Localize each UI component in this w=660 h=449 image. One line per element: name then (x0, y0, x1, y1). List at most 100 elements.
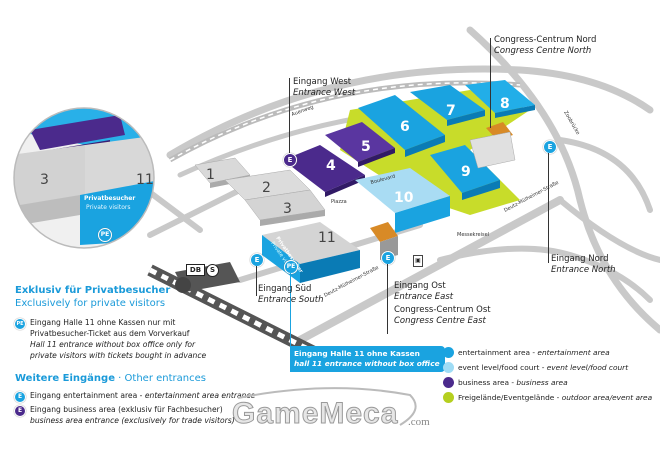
label-entrance-south: Eingang Süd Entrance South (258, 284, 324, 306)
legend-area-business-de: business area - (458, 378, 517, 387)
legend-area-business-en: business area (516, 378, 568, 387)
legend-business-entrance-en: business area entrance (exclusively for … (30, 416, 235, 425)
legend-entertainment-entrance: Eingang entertainment area - entertainme… (30, 390, 255, 401)
hall-9 (430, 145, 500, 200)
label-entrance-east: Eingang Ost Entrance East (394, 281, 453, 303)
legend-private-title: Exklusiv für Privatbesucher (15, 285, 171, 296)
legend-area-entertainment-en: entertainment area (537, 348, 610, 357)
legend-entertainment-entrance-icon: E (14, 391, 26, 403)
legend-other-sep: · (115, 373, 125, 384)
hall-6 (358, 95, 445, 157)
label-entrance-west-de: Eingang West (293, 77, 352, 87)
label-entrance-south-de: Eingang Süd (258, 284, 312, 294)
hall-11-label: 11 (318, 230, 336, 246)
db-icon: DB (186, 264, 205, 276)
tram-icon: ▣ (413, 255, 423, 267)
label-entrance-north: Eingang Nord Entrance North (551, 254, 616, 276)
hall-11-pe-badge[interactable]: PE (284, 260, 298, 274)
label-congress-north-de: Congress-Centrum Nord (494, 35, 597, 45)
hall-11-entrance-callout: Eingang Halle 11 ohne Kassen hall 11 ent… (290, 346, 445, 372)
legend-business-entrance-icon: E (14, 405, 26, 417)
label-entrance-north-en: Entrance North (551, 265, 616, 275)
label-entrance-west: Eingang West Entrance West (293, 77, 355, 99)
street-messekreisel: Messekreisel (457, 232, 489, 238)
entrance-west-badge[interactable]: E (283, 153, 297, 167)
legend-other-heading: Weitere Eingänge · Other entrances (15, 373, 206, 384)
leader-congress-north (490, 38, 491, 128)
legend-private-text: Eingang Halle 11 ohne Kassen nur mit Pri… (30, 317, 206, 361)
leader-west (289, 78, 290, 153)
label-congress-north-en: Congress Centre North (494, 46, 592, 56)
hall-7-label: 7 (446, 103, 456, 119)
leader-hall-11 (290, 273, 291, 358)
legend-dot-event-level (443, 362, 454, 373)
legend-area-event-level-de: event level/food court - (458, 363, 547, 372)
legend-private-line3: Hall 11 entrance without box office only… (30, 340, 196, 349)
legend-private-line1: Eingang Halle 11 ohne Kassen nur mit (30, 318, 176, 327)
legend-area-outdoor: Freigelände/Eventgelände - outdoor area/… (458, 393, 652, 402)
sbahn-icon: S (206, 264, 219, 277)
legend-area-entertainment: entertainment area - entertainment area (458, 348, 610, 357)
legend-private-line2: Privatbesucher-Ticket aus dem Vorverkauf (30, 329, 190, 338)
legend-area-entertainment-de: entertainment area - (458, 348, 538, 357)
hall-8 (465, 80, 535, 118)
label-congress-east-de: Congress-Centrum Ost (394, 305, 491, 315)
hall-2-label: 2 (262, 180, 271, 196)
hall-7 (410, 85, 485, 126)
inset-magnifier: 3 11 Privatbesucher Private visitors (13, 107, 155, 249)
hall-5-label: 5 (361, 139, 371, 155)
leader-north (548, 153, 549, 263)
inset-sign-de: Privatbesucher (84, 195, 135, 202)
leader-east (387, 264, 388, 334)
railway-north (168, 80, 521, 163)
legend-pe-icon: PE (14, 318, 26, 330)
inset-pe-badge: PE (98, 228, 112, 242)
label-congress-north: Congress-Centrum Nord Congress Centre No… (494, 35, 596, 57)
hall-8-label: 8 (500, 96, 510, 112)
hall-5 (325, 122, 395, 167)
watermark-suffix: .com (408, 416, 430, 428)
hall-1-label: 1 (206, 167, 215, 183)
legend-private-line4: private visitors with tickets bought in … (30, 351, 207, 360)
label-entrance-south-en: Entrance South (258, 295, 324, 305)
road-network (117, 26, 660, 344)
legend-area-event-level-en: event level/food court (546, 363, 629, 372)
label-congress-east: Congress-Centrum Ost Congress Centre Eas… (394, 305, 491, 327)
inset-hall-11-label: 11 (136, 172, 154, 188)
legend-other-title: Weitere Eingänge (15, 373, 115, 384)
legend-area-outdoor-en: outdoor area/event area (561, 393, 653, 402)
hall-3 (244, 189, 326, 226)
street-piazza: Piazza (331, 199, 347, 205)
inset-sign-en: Private visitors (86, 204, 130, 211)
entrance-east-badge[interactable]: E (381, 251, 395, 265)
callout-de: Eingang Halle 11 ohne Kassen (294, 349, 420, 358)
hall-3-label: 3 (283, 201, 292, 217)
legend-entertainment-entrance-en: entertainment area entrance (144, 391, 256, 400)
label-entrance-east-en: Entrance East (394, 292, 454, 302)
legend-dot-business (443, 377, 454, 388)
hall-4 (283, 145, 365, 197)
hall-10-label: 10 (394, 190, 414, 206)
label-congress-east-en: Congress Centre East (394, 316, 486, 326)
legend-area-business: business area - business area (458, 378, 568, 387)
congress-centre-east (370, 222, 398, 242)
hall-6-label: 6 (400, 119, 410, 135)
inset-hall-3-label: 3 (40, 172, 49, 188)
label-entrance-east-de: Eingang Ost (394, 281, 446, 291)
legend-entertainment-entrance-de: Eingang entertainment area - (30, 391, 145, 400)
callout-en: hall 11 entrance without box office (294, 359, 440, 368)
street-zoobruecke: Zoobrücke (562, 110, 580, 136)
legend-private-subtitle: Exclusively for private visitors (15, 298, 166, 309)
entrance-north-badge[interactable]: E (543, 140, 557, 154)
entrance-south-badge[interactable]: E (250, 253, 264, 267)
label-entrance-west-en: Entrance West (293, 88, 356, 98)
hall-9-label: 9 (461, 164, 471, 180)
legend-area-event-level: event level/food court - event level/foo… (458, 363, 628, 372)
congress-north-building (469, 131, 516, 169)
label-entrance-north-de: Eingang Nord (551, 254, 609, 264)
legend-dot-entertainment (443, 347, 454, 358)
legend-dot-outdoor (443, 392, 454, 403)
legend-business-entrance-de: Eingang business area (exklusiv für Fach… (30, 405, 223, 414)
watermark-logo: GameMeca (231, 397, 399, 431)
